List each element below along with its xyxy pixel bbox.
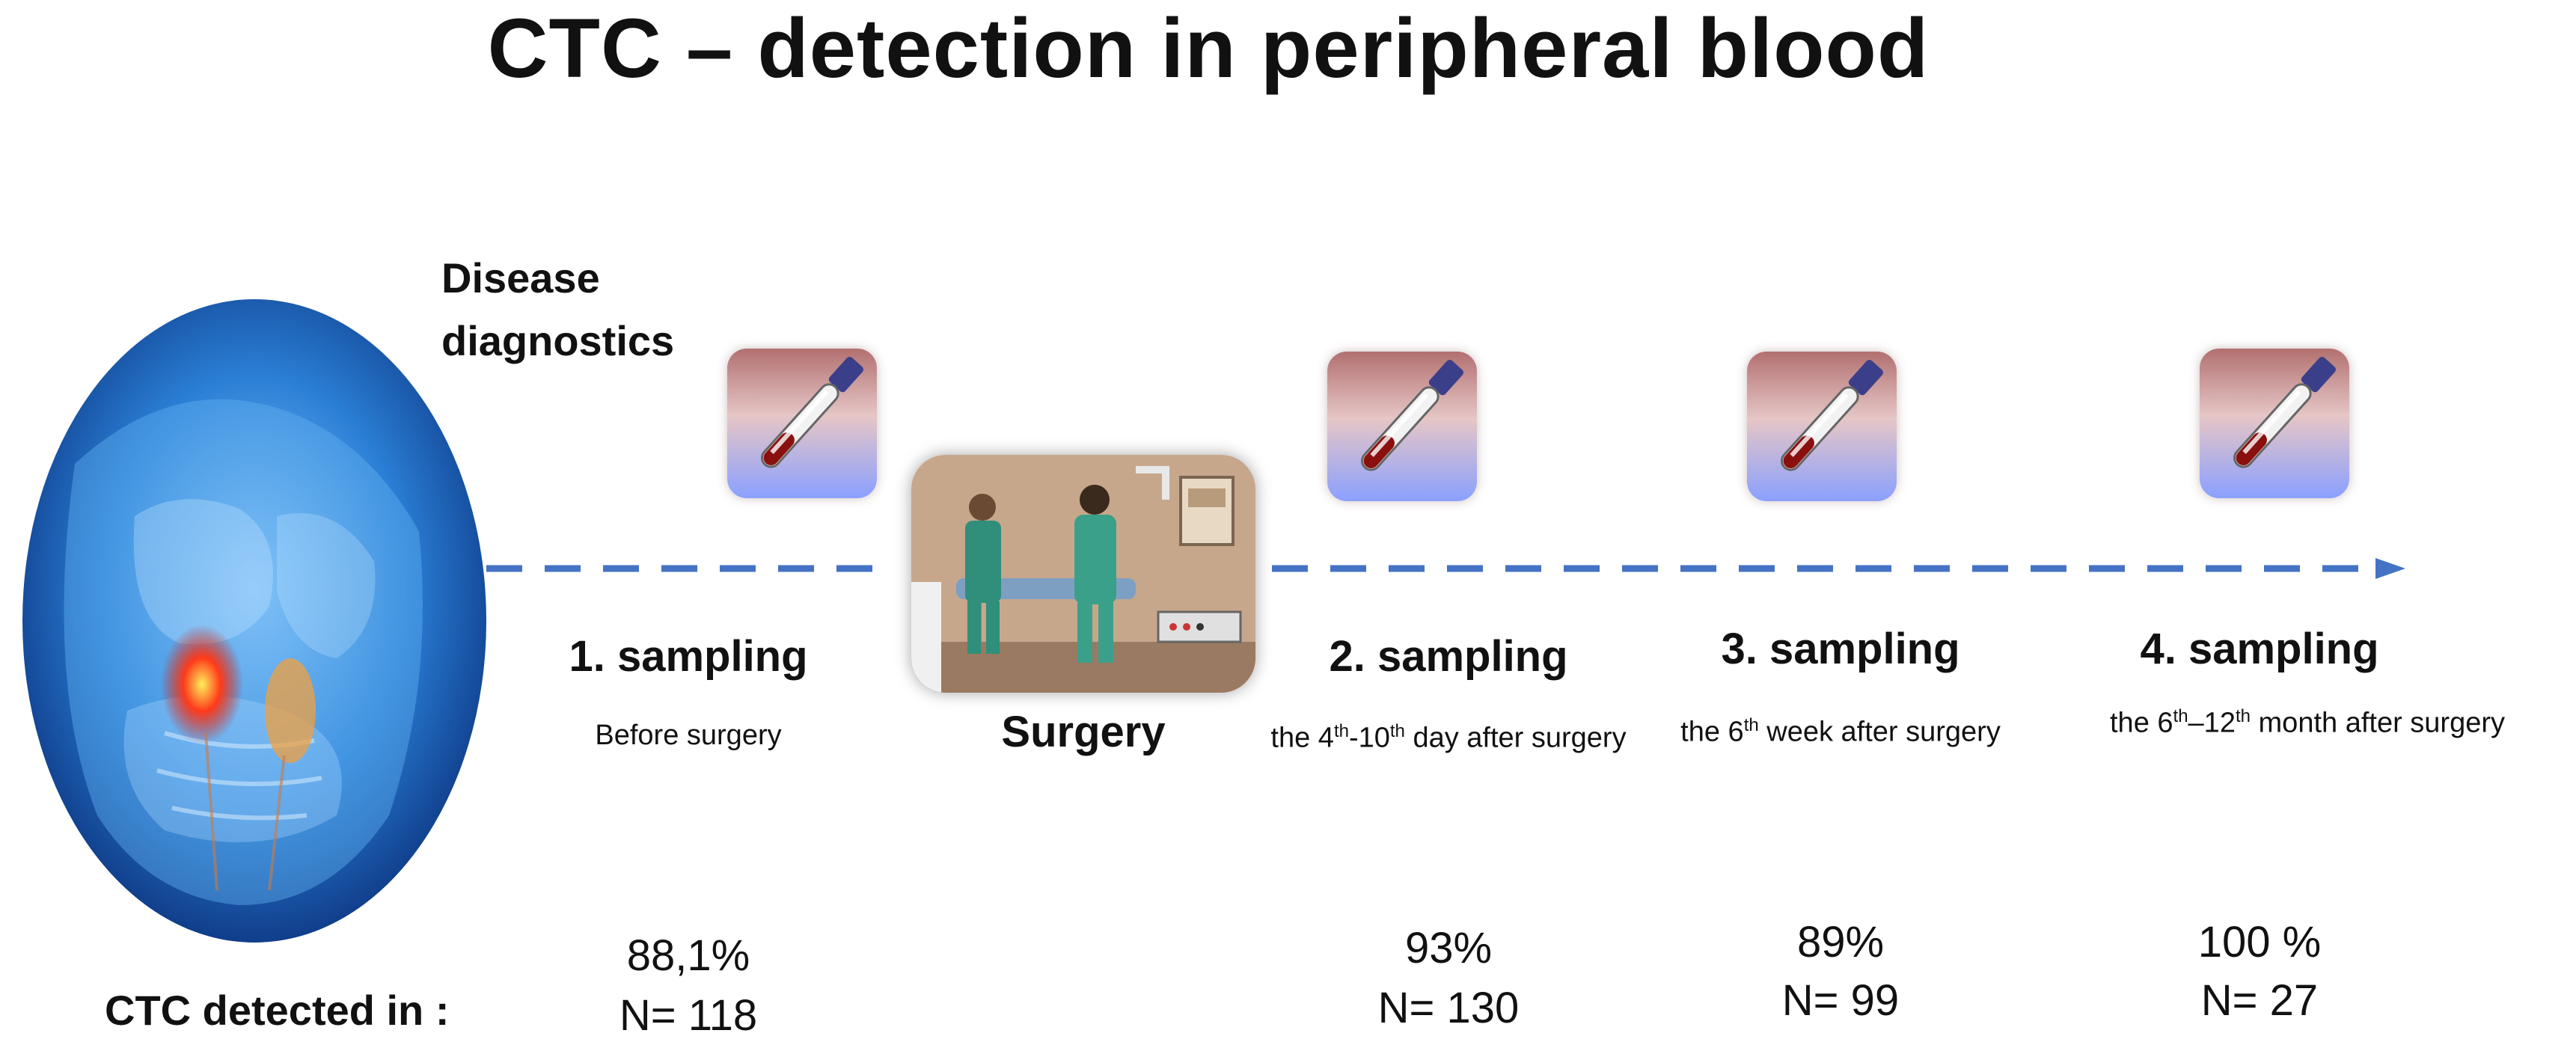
sampling-4-label: 4. sampling: [2140, 625, 2379, 673]
sampling-4-percent: 100 %: [2197, 918, 2322, 966]
sampling-2-timing: the 4th-10th day after surgery: [1270, 721, 1627, 754]
sampling-1-percent: 88,1%: [626, 931, 750, 980]
surgery-label: Surgery: [1001, 708, 1166, 756]
diagnostics-label: Disease diagnostics: [441, 247, 674, 373]
sampling-4-n: N= 27: [2200, 976, 2319, 1025]
sampling-4-timing: the 6th–12th month after surgery: [2110, 706, 2506, 739]
sampling-3-n: N= 99: [1781, 976, 1900, 1025]
blood-tube-icon: [1747, 352, 1897, 501]
page-title: CTC – detection in peripheral blood: [487, 1, 1930, 95]
sampling-1-label: 1. sampling: [569, 632, 808, 681]
sampling-2-n: N= 130: [1377, 984, 1520, 1032]
sampling-3-label: 3. sampling: [1721, 625, 1960, 673]
diagnostics-label-line1: Disease: [441, 254, 600, 301]
sampling-1-timing: Before surgery: [595, 720, 782, 751]
blood-tube-icon: [727, 349, 877, 498]
human-body-illustration: [22, 299, 486, 943]
sampling-3-timing: the 6th week after surgery: [1680, 715, 2001, 748]
timeline-arrow: [486, 558, 2405, 579]
blood-tube-icon: [2200, 349, 2349, 498]
sampling-3-percent: 89%: [1796, 918, 1885, 966]
sampling-2-percent: 93%: [1404, 924, 1493, 972]
blood-tube-icon: [1327, 352, 1477, 501]
surgery-illustration: [911, 455, 1255, 693]
ctc-detected-label: CTC detected in :: [105, 987, 450, 1034]
diagnostics-label-line2: diagnostics: [441, 317, 675, 364]
sampling-2-label: 2. sampling: [1329, 632, 1568, 681]
sampling-1-n: N= 118: [619, 991, 758, 1040]
